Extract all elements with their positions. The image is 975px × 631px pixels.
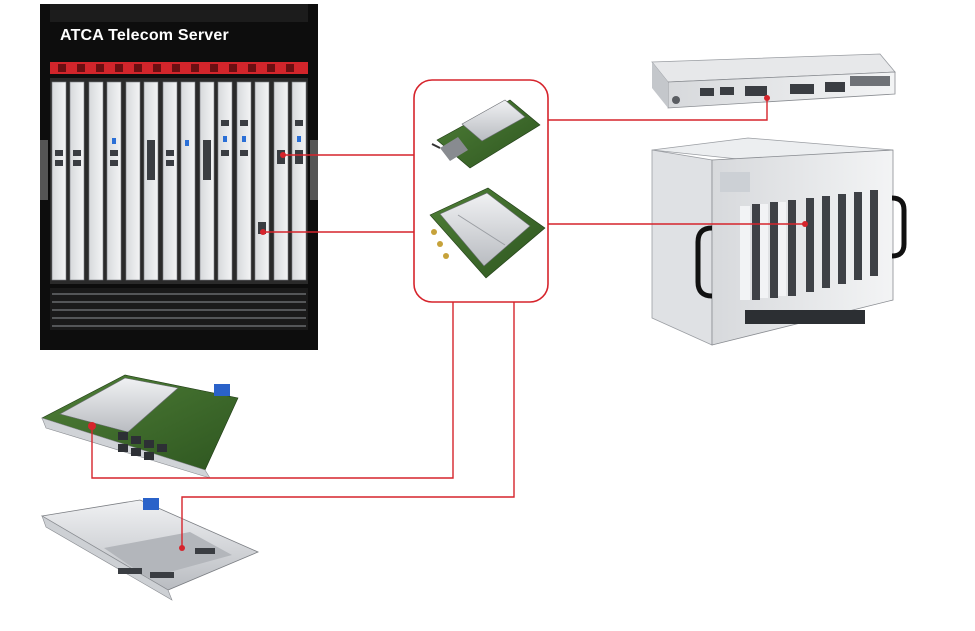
endpoint-atca-upper <box>280 152 286 158</box>
red-strip <box>50 62 308 74</box>
rack-server-1u <box>651 53 896 109</box>
chassis-grille <box>50 288 308 330</box>
endpoint-atca-lower <box>260 229 266 235</box>
line-module-to-compute-blade <box>181 302 515 548</box>
fmc-module-bottom <box>429 187 546 279</box>
module-group-box <box>413 79 549 303</box>
blade-slots <box>50 78 308 284</box>
atca-telecom-server <box>40 4 318 350</box>
right-handle <box>310 140 318 200</box>
chassis-top <box>50 4 308 22</box>
left-handle <box>40 140 48 200</box>
ethernet-blade-card <box>41 374 239 479</box>
fmc-module-top <box>431 99 541 169</box>
endpoint-rack-server <box>764 95 770 101</box>
compute-blade-card <box>40 498 260 601</box>
compact-chassis <box>651 137 907 346</box>
endpoint-compute-blade <box>179 545 185 551</box>
chassis-title: ATCA Telecom Server <box>60 27 229 44</box>
line-module-to-rack-server <box>548 98 768 121</box>
endpoint-chassis <box>802 221 808 227</box>
line-module-to-ethernet-blade <box>91 302 454 479</box>
connector-lines <box>91 95 808 551</box>
